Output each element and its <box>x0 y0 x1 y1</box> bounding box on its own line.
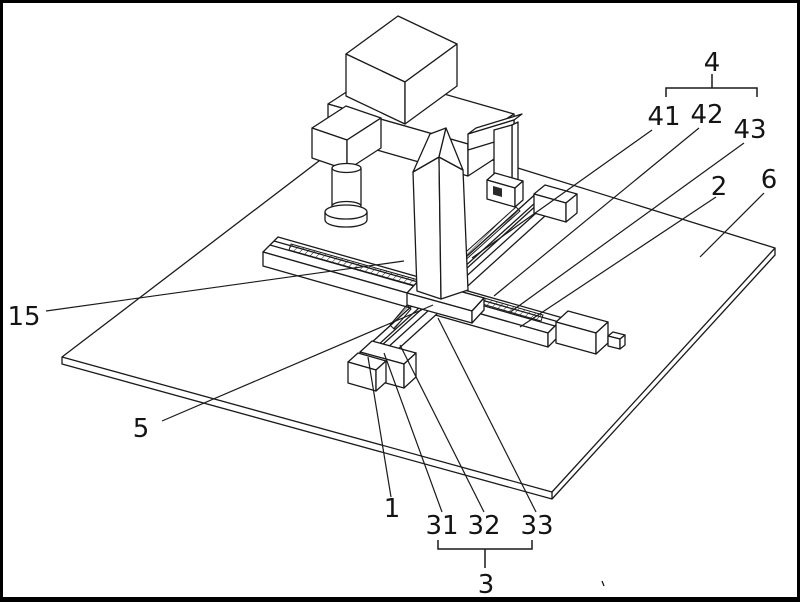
leader-5 <box>161 304 434 422</box>
bracket-group-3 <box>437 540 533 568</box>
sensor-dot <box>493 186 502 197</box>
leader-43 <box>508 142 745 314</box>
stray-mark <box>601 580 605 587</box>
leader-42 <box>493 127 700 297</box>
leader-15 <box>45 260 405 312</box>
label-3: 3 <box>478 570 495 600</box>
image-border-bottom <box>0 597 800 602</box>
label-42: 42 <box>690 100 723 130</box>
side-arm <box>467 113 523 190</box>
leader-33 <box>437 317 537 513</box>
x-axis-rail <box>262 236 564 348</box>
leader-1 <box>367 356 392 498</box>
bracket-group-4 <box>665 74 758 97</box>
tool-column <box>412 127 469 300</box>
label-31: 31 <box>425 511 458 541</box>
lead-screw-y-lower <box>389 304 412 330</box>
x-rail-end-block <box>555 310 626 355</box>
label-15: 15 <box>7 302 40 332</box>
y-rail-top-block <box>533 184 578 223</box>
leader-41 <box>471 129 653 259</box>
figure-labels: 4 41 42 43 2 6 15 5 1 31 32 33 3 <box>7 48 777 600</box>
spindle-flange <box>324 204 368 228</box>
label-32: 32 <box>467 511 500 541</box>
top-housing-box <box>345 15 458 125</box>
arm-end-box <box>486 172 524 208</box>
spindle-cylinder <box>331 162 362 212</box>
leader-lines <box>45 127 765 513</box>
leader-32 <box>399 344 485 513</box>
label-1: 1 <box>384 494 401 524</box>
label-43: 43 <box>733 115 766 145</box>
label-4: 4 <box>704 48 721 78</box>
leader-2 <box>519 196 717 328</box>
label-41: 41 <box>647 102 680 132</box>
leader-31 <box>383 352 443 513</box>
label-5: 5 <box>133 414 150 444</box>
label-2: 2 <box>711 172 728 202</box>
label-6: 6 <box>761 165 778 195</box>
label-33: 33 <box>520 511 553 541</box>
leader-6 <box>699 192 765 258</box>
